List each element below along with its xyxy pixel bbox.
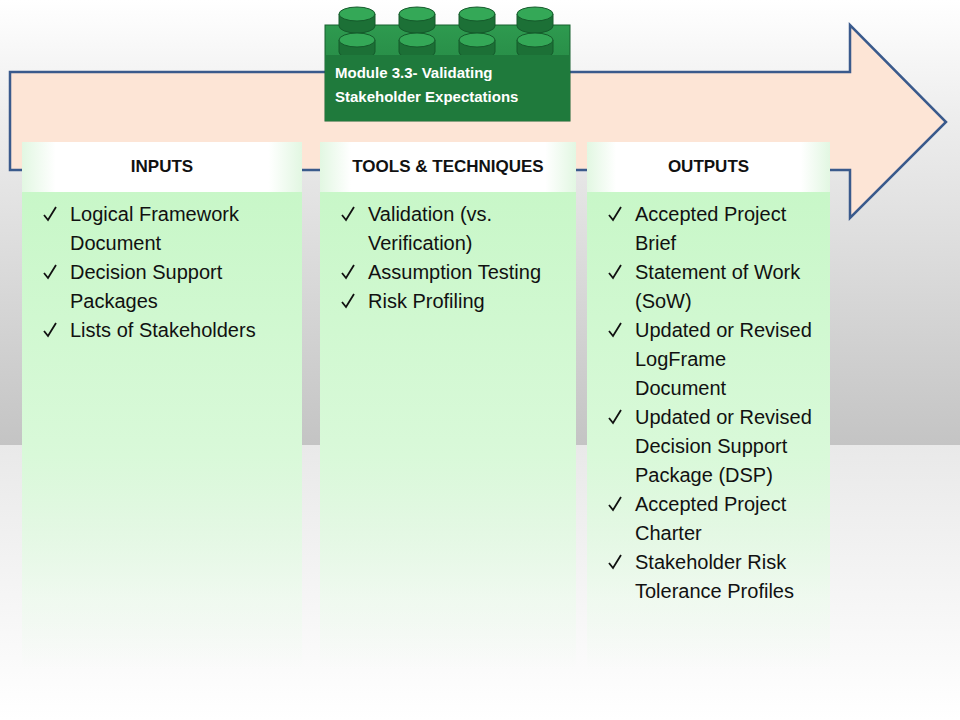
list-item: Statement of Work (SoW)	[635, 261, 800, 312]
stud-top	[399, 7, 435, 21]
stud-top	[459, 33, 495, 47]
check-mark	[340, 292, 356, 310]
list-item: Updated or Revised LogFrame Document	[635, 319, 812, 399]
list-item: Logical Framework Document	[70, 203, 239, 254]
module-title: Module 3.3- Validating Stakeholder Expec…	[335, 61, 562, 109]
check-mark	[607, 495, 623, 513]
list-item: Accepted Project Charter	[635, 493, 786, 544]
check-mark	[340, 205, 356, 223]
column-body: Logical Framework DocumentDecision Suppo…	[22, 192, 302, 670]
check-mark	[42, 321, 58, 339]
process-arrow	[10, 25, 946, 218]
stud-top	[399, 33, 435, 47]
brick-stud	[459, 7, 495, 33]
process-column: TOOLS & TECHNIQUESValidation (vs. Verifi…	[320, 142, 576, 670]
list-item: Stakeholder Risk Tolerance Profiles	[635, 551, 794, 602]
column-heading: OUTPUTS	[587, 142, 830, 192]
list-item: Assumption Testing	[368, 261, 541, 283]
check-mark	[340, 263, 356, 281]
check-mark	[607, 321, 623, 339]
process-column: INPUTSLogical Framework DocumentDecision…	[22, 142, 302, 670]
brick-body	[325, 25, 570, 121]
brick-stud	[517, 7, 553, 33]
list-item: Validation (vs. Verification)	[368, 203, 492, 254]
check-mark	[607, 408, 623, 426]
column-heading: INPUTS	[22, 142, 302, 192]
check-mark	[42, 205, 58, 223]
brick-stud	[339, 7, 375, 33]
list-item: Decision Support Packages	[70, 261, 222, 312]
stud-top	[339, 7, 375, 21]
column-body: Validation (vs. Verification) Assumption …	[320, 192, 576, 670]
list-item: Updated or Revised Decision Support Pack…	[635, 406, 812, 486]
stud-top	[459, 7, 495, 21]
check-mark	[607, 205, 623, 223]
brick-stud	[399, 7, 435, 33]
column-heading: TOOLS & TECHNIQUES	[320, 142, 576, 192]
brick-studs	[339, 7, 553, 59]
list-item: Lists of Stakeholders	[70, 319, 256, 341]
check-mark	[607, 263, 623, 281]
list-item: Risk Profiling	[368, 290, 485, 312]
module-brick: Module 3.3- Validating Stakeholder Expec…	[325, 55, 570, 121]
process-column: OUTPUTSAccepted Project BriefStatement o…	[587, 142, 830, 670]
stud-top	[517, 33, 553, 47]
stud-top	[339, 33, 375, 47]
list-item: Accepted Project Brief	[635, 203, 786, 254]
check-mark	[607, 553, 623, 571]
check-mark	[42, 263, 58, 281]
stud-top	[517, 7, 553, 21]
column-body: Accepted Project BriefStatement of Work …	[587, 192, 830, 670]
